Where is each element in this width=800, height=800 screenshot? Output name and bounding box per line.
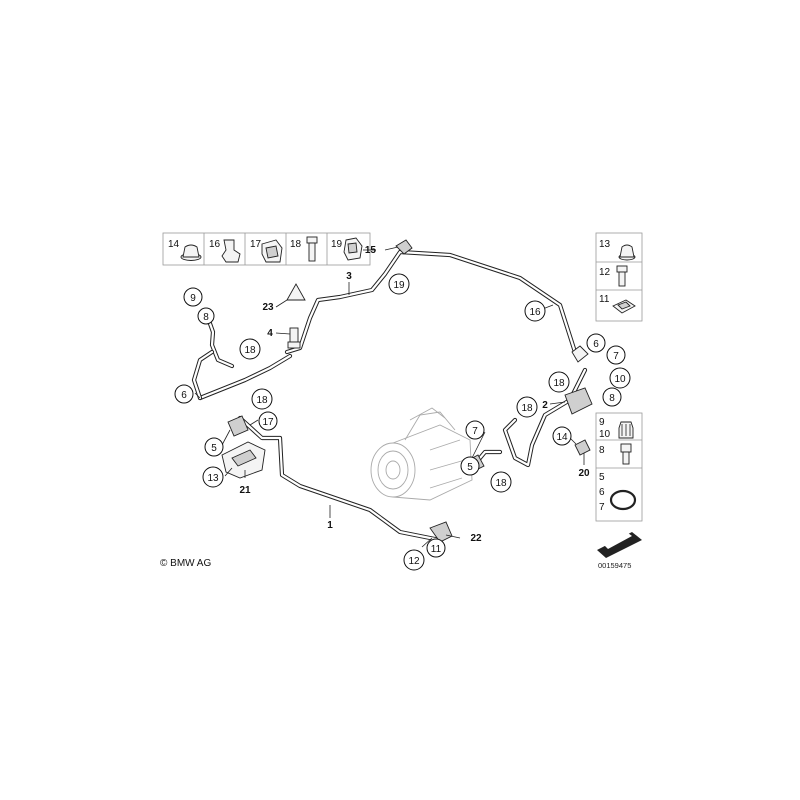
callout-7-middle: 7 — [472, 426, 478, 437]
callout-16: 16 — [529, 307, 541, 318]
callout-18-bottom: 18 — [495, 478, 507, 489]
callout-21: 21 — [239, 485, 251, 496]
callout-17: 17 — [262, 417, 274, 428]
legend-18-label: 18 — [290, 239, 302, 250]
legend-16-label: 16 — [209, 239, 221, 250]
valve-core-icon — [620, 443, 632, 465]
callout-20: 20 — [578, 468, 590, 479]
callout-6-right: 6 — [593, 339, 599, 350]
callout-18-middle: 18 — [521, 403, 533, 414]
callout-5-right: 5 — [467, 462, 473, 473]
legend-8-label: 8 — [599, 445, 605, 456]
legend-6-label: 6 — [599, 487, 605, 498]
callout-19: 19 — [393, 280, 405, 291]
legend-10-label: 10 — [599, 429, 611, 440]
callout-5-left: 5 — [211, 443, 217, 454]
legend-17-label: 17 — [250, 239, 262, 250]
bolt-icon — [306, 236, 318, 262]
callout-8-right: 8 — [609, 393, 615, 404]
legend-9-label: 9 — [599, 417, 605, 428]
right-legend: 13 12 11 9 10 8 5 — [595, 232, 643, 558]
diagram-id: 00159475 — [598, 561, 631, 570]
leader-lines — [194, 246, 585, 548]
legend-5-label: 5 — [599, 472, 605, 483]
bracket-icon — [261, 239, 283, 263]
callout-13: 13 — [207, 473, 219, 484]
legend-19-label: 19 — [331, 239, 343, 250]
callout-10: 10 — [614, 374, 626, 385]
callout-18-lower-left: 18 — [256, 395, 268, 406]
callout-22: 22 — [470, 533, 482, 544]
legend-13-label: 13 — [599, 239, 611, 250]
legend-14-label: 14 — [168, 239, 180, 250]
callout-4: 4 — [267, 328, 273, 339]
callout-6-left: 6 — [181, 390, 187, 401]
arrow-icon — [597, 532, 642, 558]
callout-8: 8 — [203, 312, 209, 323]
callout-14: 14 — [556, 432, 568, 443]
callout-23: 23 — [262, 302, 274, 313]
callout-3: 3 — [346, 271, 352, 282]
callout-18-left: 18 — [244, 345, 256, 356]
top-legend: 14 16 17 18 19 — [162, 232, 371, 266]
callout-9: 9 — [190, 293, 196, 304]
copyright-text: © BMW AG — [160, 558, 211, 569]
screw-icon — [616, 265, 628, 287]
clip-icon — [221, 239, 241, 263]
fittings — [203, 239, 593, 543]
callout-18-right: 18 — [553, 378, 565, 389]
nut-clip-icon — [612, 299, 636, 314]
legend-12-label: 12 — [599, 267, 611, 278]
callout-12: 12 — [408, 556, 420, 567]
callout-7-right: 7 — [613, 351, 619, 362]
warning-label-icon — [286, 283, 306, 301]
cap-icon — [180, 244, 202, 261]
o-ring-icon — [609, 489, 637, 511]
valve-cap-icon — [618, 421, 634, 439]
callout-2: 2 — [542, 400, 548, 411]
holder-icon — [343, 237, 363, 261]
callout-11: 11 — [431, 544, 442, 555]
cap-icon — [618, 244, 636, 261]
compressor — [370, 407, 473, 501]
callouts: 9 8 18 6 23 4 3 19 15 16 6 7 18 10 8 2 1… — [174, 245, 631, 571]
callout-1: 1 — [327, 520, 333, 531]
callout-15: 15 — [365, 245, 377, 256]
legend-11-label: 11 — [599, 294, 610, 305]
pipe-lines — [191, 249, 588, 543]
legend-7-label: 7 — [599, 502, 605, 513]
